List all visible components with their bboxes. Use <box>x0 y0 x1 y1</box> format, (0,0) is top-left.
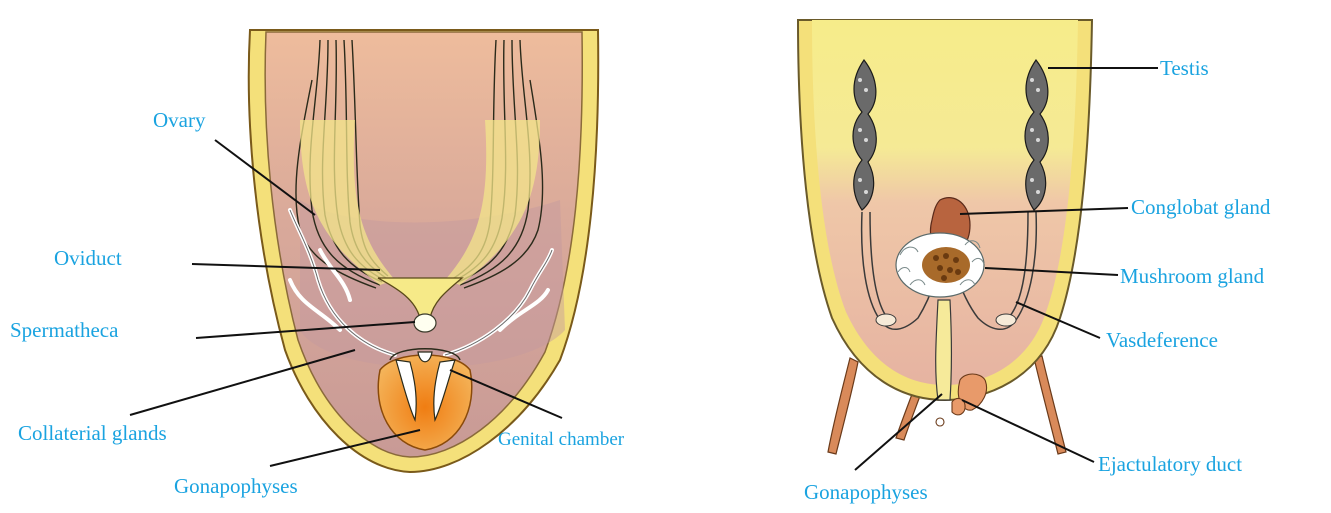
label-mushroom-gland: Mushroom gland <box>1120 266 1264 287</box>
label-genital-chamber: Genital chamber <box>498 430 624 449</box>
label-gonapophyses-female: Gonapophyses <box>174 476 298 497</box>
label-testis: Testis <box>1160 58 1209 79</box>
testis-right <box>1025 60 1048 210</box>
label-conglobat-gland: Conglobat gland <box>1131 197 1270 218</box>
label-ovary: Ovary <box>153 110 205 131</box>
spermatheca <box>414 314 436 332</box>
ejaculatory-duct <box>936 300 952 400</box>
testis-left <box>853 60 876 210</box>
label-gonapophyses-male: Gonapophyses <box>804 482 928 503</box>
label-oviduct: Oviduct <box>54 248 122 269</box>
mushroom-gland <box>896 233 984 297</box>
label-collaterial-glands: Collaterial glands <box>18 423 167 444</box>
label-ejaculatory-duct: Ejactulatory duct <box>1098 454 1242 475</box>
female-abdomen <box>249 30 598 472</box>
label-spermatheca: Spermatheca <box>10 320 118 341</box>
male-abdomen <box>798 20 1092 454</box>
label-vasdeference: Vasdeference <box>1106 330 1218 351</box>
